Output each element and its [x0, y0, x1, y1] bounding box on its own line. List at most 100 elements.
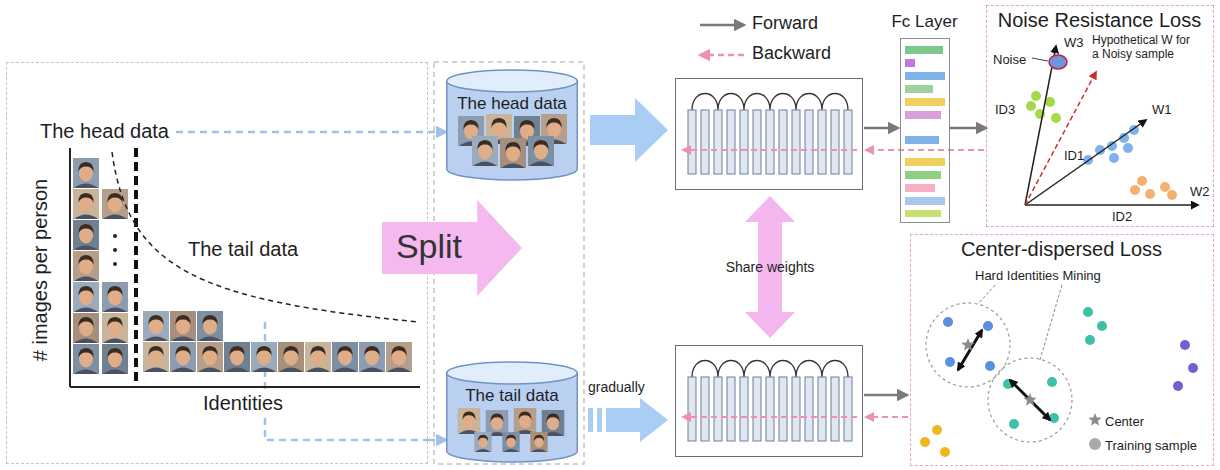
- fc-bar: [905, 85, 933, 93]
- face-photo: [528, 136, 554, 166]
- text-wrap: Center-dispersed Loss: [562, 238, 1220, 261]
- fc-bars: [905, 46, 945, 217]
- face-photo: [359, 342, 385, 372]
- id3-sample: [1026, 101, 1036, 111]
- face-photo: [73, 313, 99, 343]
- text-wrap: W3: [1064, 33, 1084, 51]
- training-sample: [1097, 321, 1107, 331]
- ellipsis-dot: [113, 262, 117, 266]
- fc-bar: [905, 46, 943, 54]
- face-photo: [197, 311, 223, 341]
- face-photo: [102, 282, 128, 312]
- training-sample: [1083, 307, 1093, 317]
- fc-bar: [905, 98, 945, 106]
- forward-sample: [700, 24, 744, 27]
- face-photo: [102, 344, 128, 374]
- annotation-label: gradually: [588, 379, 645, 395]
- backward-flow: [866, 149, 984, 151]
- split-arrow-shape: [382, 200, 522, 296]
- face-photo: [170, 342, 196, 372]
- database-cylinder: The tail data: [446, 362, 578, 462]
- split-arrow: Split: [382, 200, 522, 296]
- annotation-label: ID3: [995, 103, 1015, 118]
- face-photo: [73, 189, 99, 219]
- hypothetical-vector: [1025, 72, 1096, 205]
- training-sample: [940, 447, 950, 457]
- face-photo: [143, 311, 169, 341]
- fc-layer: Fc Layer: [900, 38, 950, 223]
- noise-sample: [1049, 55, 1067, 69]
- center-star: [1023, 393, 1036, 406]
- id2-sample: [1130, 185, 1140, 195]
- training-sample: [1180, 340, 1190, 350]
- face-photo: [386, 342, 412, 372]
- face-photo: [73, 344, 99, 374]
- face-photo: [474, 432, 491, 452]
- id2-sample: [1167, 190, 1177, 200]
- face-photo: [197, 342, 223, 372]
- face-photo: [73, 251, 99, 281]
- legend-label: Backward: [752, 43, 831, 64]
- face-photo: [332, 342, 358, 372]
- text-wrap: Forward: [752, 13, 818, 34]
- annotation-label: Share weights: [726, 259, 815, 275]
- flow-stripe: [588, 408, 593, 432]
- cylinder-body: [447, 373, 578, 462]
- face-photo: [458, 408, 481, 434]
- flow-stripe: [597, 408, 602, 432]
- training-sample: [945, 357, 955, 367]
- node-text: The tail data: [465, 386, 559, 406]
- face-photo: [502, 432, 519, 452]
- fc-bar: [905, 171, 941, 179]
- id2-sample: [1160, 182, 1170, 192]
- face-photo: [224, 342, 250, 372]
- face-photo: [102, 313, 128, 343]
- text-wrap: The tail data: [188, 238, 298, 261]
- leader-line: [1032, 58, 1048, 61]
- weight-vector: [1025, 46, 1056, 205]
- training-sample: [1173, 381, 1183, 391]
- connector: [428, 439, 446, 442]
- face-photo: [530, 432, 547, 452]
- legend-sample-dot: [1089, 438, 1101, 450]
- node-text: Noise Resistance Loss: [998, 9, 1201, 32]
- connector: [428, 131, 446, 134]
- training-sample: [943, 317, 953, 327]
- fc-bar: [905, 158, 945, 166]
- face-photo: [278, 342, 304, 372]
- data-panel: The head data# images per personThe tail…: [6, 62, 428, 464]
- text-wrap: Identities: [200, 392, 286, 415]
- noise-vectors: [1025, 46, 1198, 205]
- long-tail-curve: [112, 152, 418, 322]
- training-sample: [1188, 363, 1198, 373]
- text-wrap: Backward: [752, 43, 831, 64]
- database-cylinder: The head data: [446, 70, 578, 180]
- fc-bar: [905, 59, 915, 67]
- annotation-label: Hypothetical W for a Noisy sample: [1092, 34, 1198, 62]
- training-sample: [1047, 377, 1057, 387]
- annotation-label: Hard Identities Mining: [975, 269, 1101, 284]
- fc-bar: [905, 72, 945, 80]
- fc-bar: [905, 197, 945, 205]
- hard-identity-region: [926, 303, 1010, 387]
- training-sample: [1049, 413, 1059, 423]
- text-wrap: The head data: [12, 94, 1012, 114]
- cylinder-body: [447, 81, 578, 180]
- split-line: [134, 148, 138, 387]
- fc-bar: [905, 210, 941, 217]
- id1-sample: [1123, 143, 1133, 153]
- fc-bar: [905, 111, 941, 119]
- annotation-label: ID1: [1064, 149, 1084, 164]
- backbone-network: [676, 346, 863, 457]
- node-text: # images per person: [29, 179, 52, 361]
- training-sample: [932, 425, 942, 435]
- face-photo: [73, 158, 99, 188]
- id3-sample: [1051, 113, 1061, 123]
- annotation-label: ID2: [1112, 210, 1132, 225]
- training-sample: [983, 321, 993, 331]
- legend-label: Center: [1105, 415, 1144, 430]
- training-sample: [920, 437, 930, 447]
- ellipsis-dot: [113, 234, 117, 238]
